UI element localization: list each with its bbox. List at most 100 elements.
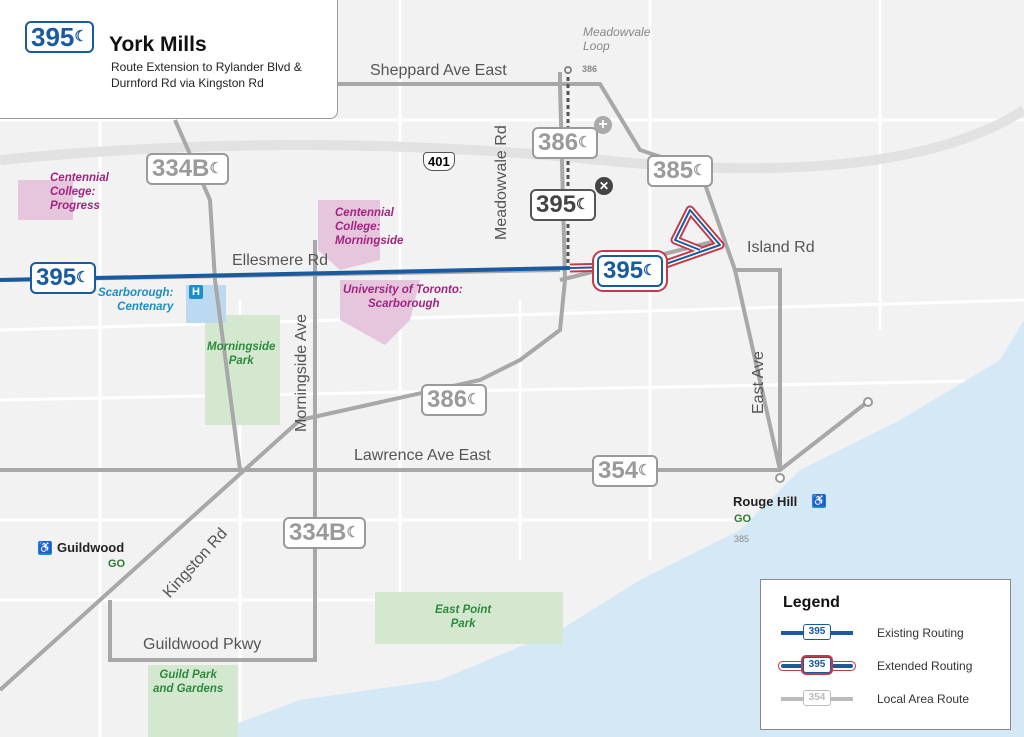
subtitle-1: Route Extension to Rylander Blvd & xyxy=(111,60,302,74)
legend-title: Legend xyxy=(783,594,840,611)
east-point-park xyxy=(375,592,563,644)
legend-label: Extended Routing xyxy=(877,659,973,673)
badge-386-mid[interactable]: 386☾ xyxy=(421,384,487,416)
street-guildwood-pkwy: Guildwood Pkwy xyxy=(143,636,262,653)
label-line: Morningside xyxy=(207,341,276,353)
moon-icon: ☾ xyxy=(346,524,360,541)
legend: Legend 395 Existing Routing 395 Extended… xyxy=(760,579,1011,730)
label-line: Park xyxy=(450,618,476,630)
label-line: College: xyxy=(335,221,381,233)
existing-route-swatch: 395 xyxy=(781,624,853,642)
plus-icon: + xyxy=(594,116,612,134)
rouge-hill-stop xyxy=(775,473,785,483)
moon-icon: ☾ xyxy=(693,162,707,179)
label-line: Park xyxy=(228,355,254,367)
moon-icon: ☾ xyxy=(638,462,652,479)
uoft-label: University of Toronto: Scarborough xyxy=(343,283,463,311)
accessibility-icon: ♿ xyxy=(38,541,52,555)
go-icon: GO xyxy=(108,558,126,570)
route-number: 395 xyxy=(31,22,75,52)
label-line: Morningside xyxy=(335,235,404,247)
label-line: Scarborough xyxy=(368,298,440,310)
label-line: East Point xyxy=(435,604,492,616)
rouge-hill-label: Rouge Hill xyxy=(733,494,798,509)
label-line: Centenary xyxy=(117,301,174,313)
label-line: Scarborough: xyxy=(98,287,174,299)
meadowvale-loop-route: 386 xyxy=(582,64,598,74)
badge-334b-top[interactable]: 334B☾ xyxy=(146,153,229,185)
guild-park-label: Guild Park and Gardens xyxy=(153,668,223,696)
label-line: College: xyxy=(50,186,96,198)
legend-local: 354 Local Area Route xyxy=(781,690,969,708)
title-route-badge: 395☾ xyxy=(25,21,94,53)
badge-number: 354 xyxy=(598,457,639,484)
uoft-campus xyxy=(340,280,420,345)
badge-number: 386 xyxy=(538,129,579,156)
accessibility-icon: ♿ xyxy=(812,494,826,508)
label-line: Loop xyxy=(583,39,610,53)
badge-334b-bottom[interactable]: 334B☾ xyxy=(283,517,366,549)
legend-badge: 395 xyxy=(803,624,831,640)
terminal-stop xyxy=(863,397,873,407)
street-lawrence: Lawrence Ave East xyxy=(354,447,491,464)
guild-park xyxy=(148,665,238,737)
moon-icon: ☾ xyxy=(76,269,90,286)
badge-number: 395 xyxy=(603,257,644,284)
badge-number: 395 xyxy=(36,264,77,291)
legend-badge: 354 xyxy=(803,690,831,706)
moon-icon: ☾ xyxy=(578,134,592,151)
street-meadowvale: Meadowvale Rd xyxy=(493,125,510,240)
badge-386-top[interactable]: 386☾ xyxy=(532,127,598,159)
badge-395-extended[interactable]: 395☾ xyxy=(597,255,663,287)
morningside-park xyxy=(205,315,280,425)
moon-icon: ☾ xyxy=(467,391,481,408)
street-island: Island Rd xyxy=(747,239,815,256)
close-icon: ✕ xyxy=(595,177,613,195)
label-line: Centennial xyxy=(50,172,109,184)
hospital-icon: H xyxy=(189,285,203,299)
street-ellesmere: Ellesmere Rd xyxy=(232,252,329,269)
moon-icon: ☾ xyxy=(209,160,223,177)
label-line: University of Toronto: xyxy=(343,284,463,296)
badge-number: 385 xyxy=(653,157,694,184)
moon-icon: ☾ xyxy=(643,262,657,279)
badge-395-gray[interactable]: 395☾ xyxy=(530,189,596,221)
badge-number: 334B xyxy=(289,519,347,546)
subtitle-2: Durnford Rd via Kingston Rd xyxy=(111,76,264,90)
label-line: Guild Park xyxy=(159,669,217,681)
street-east-ave: East Ave xyxy=(750,351,767,414)
title-box: 395☾ York Mills Route Extension to Rylan… xyxy=(0,0,338,119)
moon-icon: ☾ xyxy=(576,196,590,213)
go-icon: GO xyxy=(734,513,752,525)
moon-icon: ☾ xyxy=(74,28,88,45)
badge-354[interactable]: 354☾ xyxy=(592,455,658,487)
street-morningside: Morningside Ave xyxy=(293,314,310,432)
label-line: and Gardens xyxy=(153,683,224,695)
centennial-morningside-campus xyxy=(318,200,380,270)
guildwood-label: Guildwood xyxy=(57,540,125,555)
legend-label: Existing Routing xyxy=(877,626,964,640)
label-line: Progress xyxy=(50,200,100,212)
meadowvale-loop-stop xyxy=(564,66,572,74)
highway-401-shield: 401 xyxy=(423,152,455,171)
street-sheppard: Sheppard Ave East xyxy=(370,62,507,79)
legend-badge: 395 xyxy=(803,657,831,673)
rouge-hill-route: 385 xyxy=(734,534,750,544)
local-routes xyxy=(0,72,872,692)
badge-395-existing[interactable]: 395☾ xyxy=(30,262,96,294)
extended-route-swatch: 395 xyxy=(781,657,853,675)
label-line: Meadowvale xyxy=(583,25,651,39)
legend-label: Local Area Route xyxy=(877,692,970,706)
badge-number: 334B xyxy=(152,155,210,182)
route-name: York Mills xyxy=(109,33,207,56)
legend-existing: 395 Existing Routing xyxy=(781,624,964,642)
label-line: Centennial xyxy=(335,207,394,219)
badge-385[interactable]: 385☾ xyxy=(647,155,713,187)
badge-number: 395 xyxy=(536,191,577,218)
centennial-progress-campus xyxy=(18,180,73,220)
centenary-label: Scarborough: Centenary xyxy=(98,286,173,314)
